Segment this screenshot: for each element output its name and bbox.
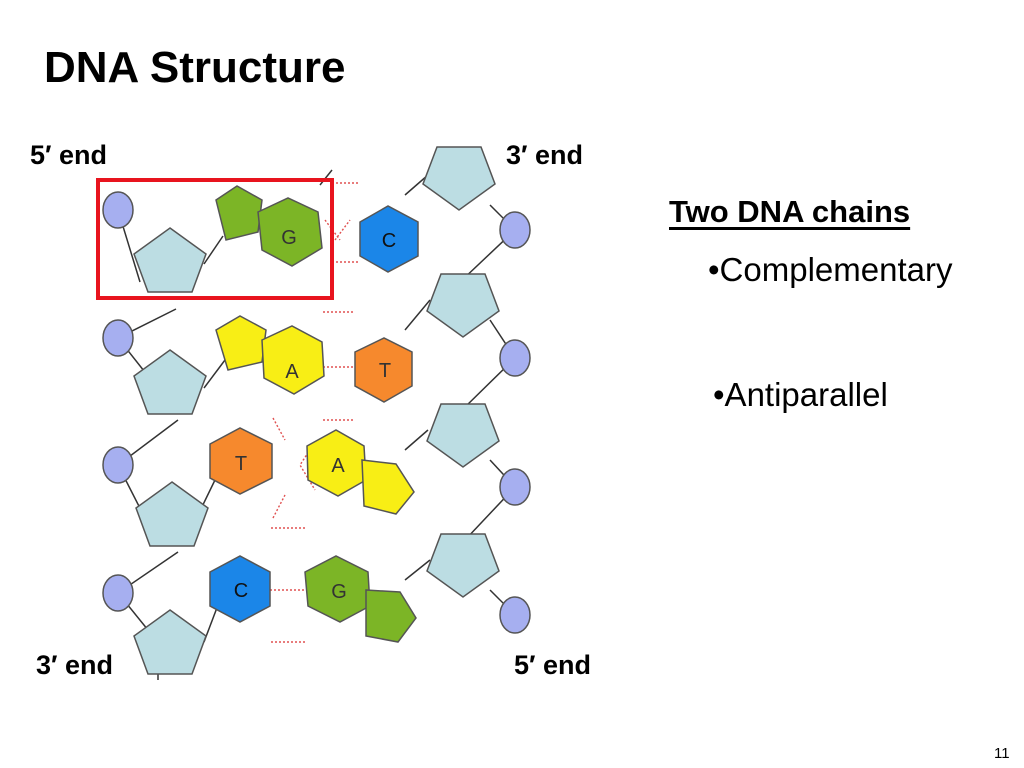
phosphate [499, 211, 531, 249]
phosphate [499, 468, 531, 506]
phosphate [102, 319, 134, 357]
base-guanine [304, 555, 417, 643]
sugar [422, 146, 496, 211]
base-label: C [234, 580, 248, 602]
left-phosphates [102, 191, 134, 612]
base-label: G [281, 227, 297, 249]
slide-title: DNA Structure [44, 43, 346, 92]
left-sugars [133, 227, 209, 675]
base-thymine [354, 337, 413, 403]
base-cytosine [209, 555, 271, 623]
phosphate [102, 574, 134, 612]
base-label: G [331, 581, 347, 603]
phosphate [499, 339, 531, 377]
sugar [426, 533, 500, 598]
page-number: 11 [994, 745, 1010, 762]
base-cytosine [359, 205, 419, 273]
base-label: A [331, 455, 345, 477]
right-sugars [422, 146, 500, 598]
base-guanine [215, 185, 323, 267]
bullet-complementary: •Complementary [708, 251, 953, 288]
left-strand-top-end-label: 5′ end [30, 140, 107, 170]
base-thymine [209, 427, 273, 495]
phosphate [102, 446, 134, 484]
base-label: A [285, 361, 299, 383]
panel-heading: Two DNA chains [669, 194, 911, 229]
right-strand-top-end-label: 3′ end [506, 140, 583, 170]
sugar [426, 403, 500, 468]
sugar [426, 273, 500, 338]
right-phosphates [499, 211, 531, 634]
base-adenine [215, 315, 325, 395]
hydrogen-bonds [270, 182, 360, 643]
highlighted-nucleotide-box [96, 178, 334, 300]
phosphate [102, 191, 134, 229]
right-strand-bottom-end-label: 5′ end [514, 650, 591, 680]
bullet-antiparallel: •Antiparallel [713, 376, 888, 413]
left-strand-bottom-end-label: 3′ end [36, 650, 113, 680]
base-label: C [382, 230, 396, 252]
sugar [133, 227, 207, 293]
base-label: T [235, 453, 247, 475]
base-adenine [306, 429, 415, 515]
base-label: T [379, 360, 391, 382]
sugar [135, 481, 209, 547]
sugar [133, 349, 207, 415]
sugar [133, 609, 207, 675]
phosphate [499, 596, 531, 634]
